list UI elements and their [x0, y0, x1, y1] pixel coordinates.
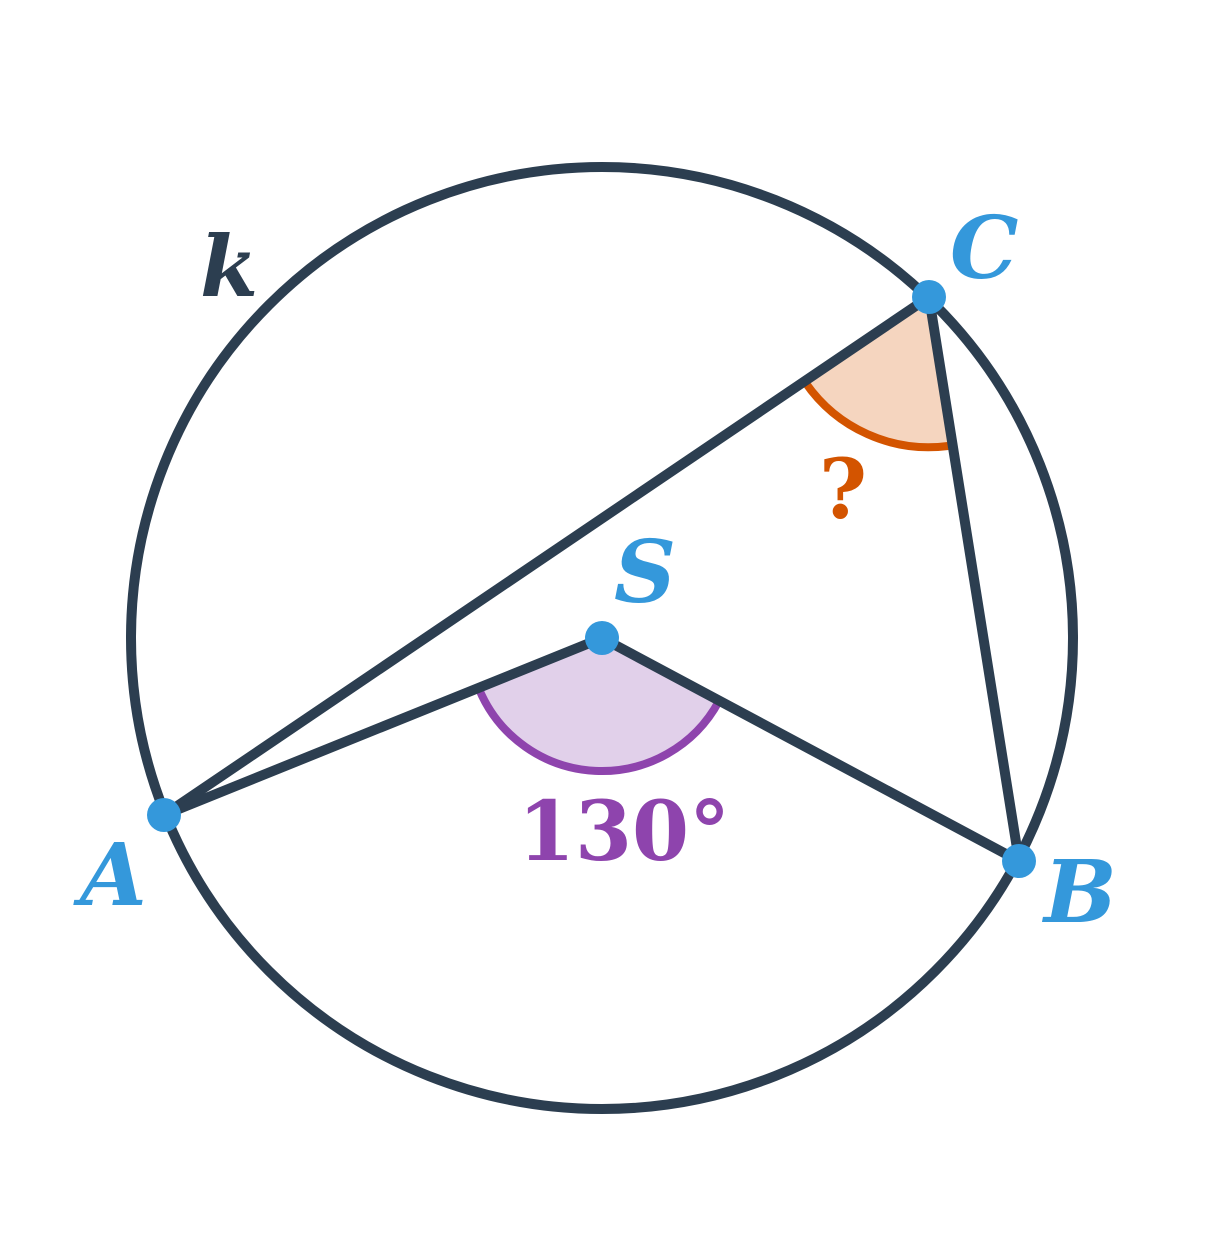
- point-s: [585, 621, 619, 655]
- segment-as: [159, 633, 607, 820]
- point-b: [1002, 844, 1036, 878]
- circle-k: [126, 162, 1078, 1114]
- label-k: k: [200, 217, 258, 316]
- segment-cb: [924, 292, 1024, 866]
- label-central-angle: 130°: [518, 784, 730, 880]
- segment-sb: [597, 633, 1024, 866]
- inscribed-angle-arc: [801, 379, 949, 452]
- point-c: [912, 280, 946, 314]
- segment-ac: [159, 292, 934, 820]
- label-b: B: [1041, 842, 1117, 943]
- label-a: A: [73, 825, 147, 926]
- label-c: C: [950, 198, 1018, 299]
- label-inscribed-angle: ?: [819, 442, 867, 538]
- central-angle-arc: [475, 687, 723, 776]
- central-angle-sector: [479, 638, 719, 772]
- label-s: S: [614, 522, 676, 623]
- inscribed-angle-sector: [805, 297, 948, 448]
- point-a: [147, 798, 181, 832]
